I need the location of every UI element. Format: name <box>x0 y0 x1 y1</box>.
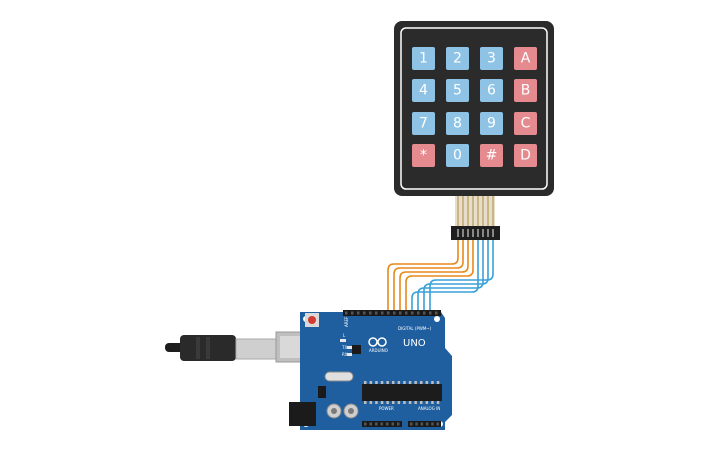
key-label: 8 <box>453 116 462 132</box>
key-1[interactable]: 1 <box>412 47 435 70</box>
usb-plug-metal <box>235 338 277 360</box>
key-label: 5 <box>453 83 462 99</box>
aref-label: AREF <box>344 316 349 327</box>
key-label: 3 <box>487 51 496 67</box>
key-C[interactable]: C <box>514 112 537 135</box>
key-label: 6 <box>487 83 496 99</box>
key-0[interactable]: 0 <box>446 144 469 167</box>
wire[interactable] <box>387 240 459 314</box>
key-8[interactable]: 8 <box>446 112 469 135</box>
atmega-chip <box>362 381 442 404</box>
l-led-label: L <box>343 333 346 338</box>
key-star[interactable]: * <box>412 144 435 167</box>
tx-led <box>347 346 352 349</box>
arduino-logo-icon <box>368 337 387 347</box>
key-label: 2 <box>453 51 462 67</box>
keypad[interactable]: 1 2 3 A 4 5 6 B 7 8 9 C * 0 # D <box>394 21 554 196</box>
key-label: 0 <box>453 148 462 164</box>
arduino-board[interactable]: DIGITAL (PWM~) AREF ARDUINO UNO L TX RX <box>289 310 452 430</box>
key-hash[interactable]: # <box>480 144 503 167</box>
key-label: * <box>420 148 427 164</box>
analog-header <box>408 421 441 427</box>
l-led <box>340 339 346 342</box>
wire[interactable] <box>405 240 474 314</box>
key-3[interactable]: 3 <box>480 47 503 70</box>
digital-label: DIGITAL (PWM~) <box>398 326 432 331</box>
analog-label: ANALOG IN <box>418 406 440 411</box>
usb-cable[interactable] <box>165 331 309 363</box>
brand-label: ARDUINO <box>369 348 388 353</box>
reset-button[interactable] <box>305 313 319 327</box>
wires <box>387 240 494 314</box>
tx-led-label: TX <box>341 345 347 350</box>
key-2[interactable]: 2 <box>446 47 469 70</box>
key-label: A <box>521 51 531 67</box>
uno-label: UNO <box>403 338 426 349</box>
key-A[interactable]: A <box>514 47 537 70</box>
digital-header <box>343 310 441 316</box>
key-label: 1 <box>419 51 428 67</box>
key-D[interactable]: D <box>514 144 537 167</box>
power-label: POWER <box>379 406 394 411</box>
key-9[interactable]: 9 <box>480 112 503 135</box>
rx-led <box>347 353 352 356</box>
key-label: C <box>521 116 531 132</box>
usb-chip <box>352 345 361 354</box>
wire[interactable] <box>429 240 494 314</box>
crystal <box>324 371 354 382</box>
key-5[interactable]: 5 <box>446 79 469 102</box>
key-6[interactable]: 6 <box>480 79 503 102</box>
key-label: D <box>520 148 531 164</box>
key-4[interactable]: 4 <box>412 79 435 102</box>
power-jack[interactable] <box>289 402 316 426</box>
rx-led-label: RX <box>342 352 348 357</box>
keypad-border <box>400 27 548 190</box>
keypad-ribbon <box>451 196 500 240</box>
key-7[interactable]: 7 <box>412 112 435 135</box>
key-B[interactable]: B <box>514 79 537 102</box>
capacitors <box>326 403 359 419</box>
wire[interactable] <box>399 240 469 314</box>
wire[interactable] <box>393 240 464 314</box>
key-label: 7 <box>419 116 428 132</box>
key-label: 9 <box>487 116 496 132</box>
key-label: 4 <box>419 83 428 99</box>
key-label: B <box>521 83 531 99</box>
keypad-keys: 1 2 3 A 4 5 6 B 7 8 9 C * 0 # D <box>412 47 537 167</box>
key-label: # <box>486 148 498 164</box>
